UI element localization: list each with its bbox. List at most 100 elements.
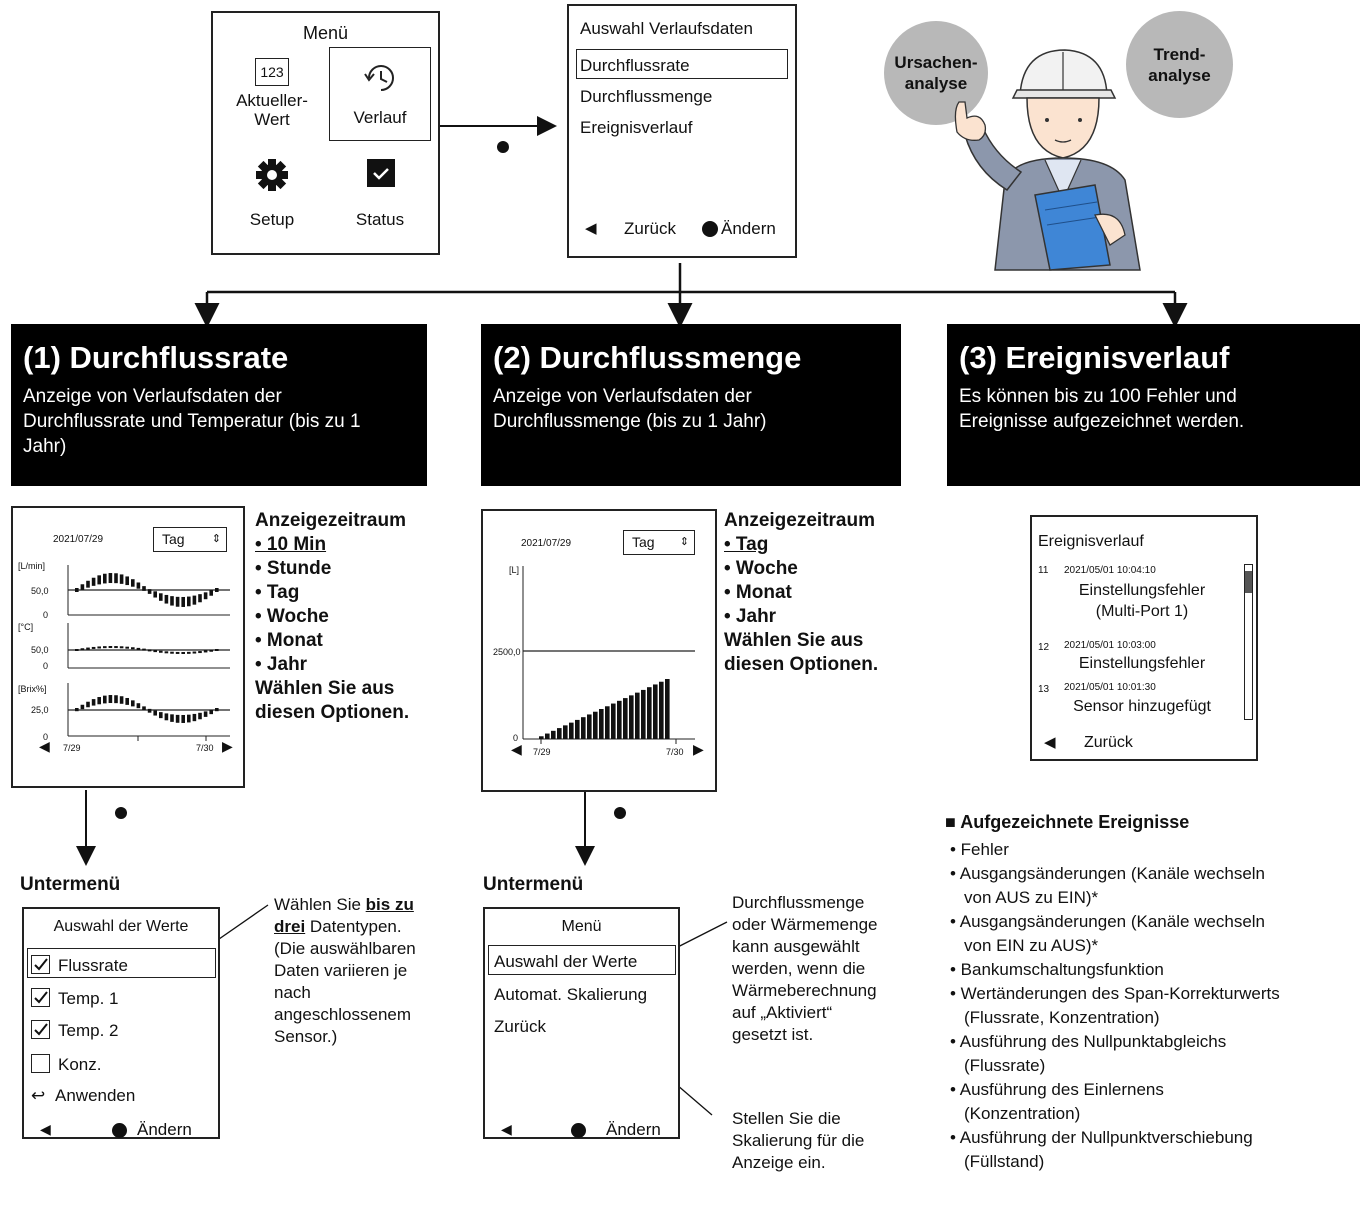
chart1-temp-mark — [108, 646, 113, 649]
event-entry-11[interactable]: Einstellungsfehler (Multi-Port 1) — [1078, 582, 1206, 620]
chart1-period-select[interactable]: Tag ⇕ — [153, 527, 227, 552]
back-label: Zurück — [624, 219, 676, 238]
change-label[interactable]: Ändern — [721, 219, 776, 238]
chart1-temp-mark — [164, 651, 169, 654]
chart1-flow-mark — [187, 596, 191, 607]
chart1-temp-mark — [86, 647, 90, 650]
chart1-flow-mark — [159, 593, 163, 601]
panel-events: (3) Ereignisverlauf Es können bis zu 100… — [947, 324, 1360, 486]
option-year[interactable]: • Jahr — [255, 654, 308, 675]
submenu1-back-arrow[interactable]: ◀ — [40, 1121, 51, 1137]
submenu1-title: Auswahl der Werte — [53, 918, 189, 935]
chart1-brix-mark — [75, 708, 79, 712]
chart1-temp-mark — [103, 646, 107, 649]
chart2-bar — [659, 681, 664, 739]
option-hour[interactable]: • Stunde — [255, 558, 332, 579]
chart2-bar — [551, 730, 556, 739]
chart2-bar — [569, 722, 574, 739]
chart1-temp-mark — [159, 650, 163, 653]
chart1-brix-mark — [108, 695, 113, 704]
chart1-brix-mark — [203, 711, 208, 717]
list-item: • Ausführung der Nullpunktverschiebung(F… — [950, 1128, 1253, 1171]
submenu2-label: Untermenü — [483, 874, 584, 895]
chart1-flow-mark — [209, 590, 213, 596]
cause-analysis-bubble: Ursachen-analyse — [884, 21, 988, 125]
dot-icon — [571, 1123, 586, 1138]
chart2-bar — [665, 679, 670, 739]
list-item: • Fehler — [950, 840, 1009, 859]
chart1-brix-mark — [147, 708, 152, 713]
chart1-unit-temp: [°C] — [18, 622, 34, 632]
chart1-next-arrow[interactable]: ▶ — [222, 738, 233, 754]
chart1-flow-mark — [75, 588, 79, 592]
event-scrollbar[interactable] — [1244, 564, 1253, 720]
panel-flowrate-title: (1) Durchflussrate — [23, 340, 289, 375]
submenu1-change[interactable]: Ändern — [137, 1120, 192, 1139]
value-option-conc[interactable]: Konz. — [31, 1054, 101, 1075]
menu-item-history[interactable]: Verlauf — [329, 47, 431, 141]
chart1-temp-mark — [119, 646, 124, 649]
apply-button[interactable]: ↩Anwenden — [31, 1086, 136, 1105]
menu-item-status[interactable]: Status — [355, 210, 405, 229]
events-list: • Fehler • Ausgangsänderungen (Kanäle we… — [950, 838, 1365, 1174]
value-option-temp2[interactable]: Temp. 2 — [31, 1020, 118, 1041]
chart1-temp-mark — [203, 650, 208, 653]
list-item: • Ausführung des Nullpunktabgleichs(Flus… — [950, 1032, 1227, 1075]
chart2-bar — [587, 714, 592, 739]
chart2-prev-arrow[interactable]: ◀ — [511, 741, 522, 757]
chart1-flow-mark — [131, 579, 135, 587]
chart1-brix-mark — [131, 700, 135, 707]
chart1-temp-mark — [209, 649, 213, 652]
submenu2-change[interactable]: Ändern — [606, 1120, 661, 1139]
press-dot-1 — [115, 807, 127, 819]
value-option-flowrate[interactable] — [27, 948, 216, 978]
back-arrow-icon[interactable]: ◀ — [585, 220, 597, 237]
chart1-flow-mark — [108, 573, 113, 584]
submenu2-back-arrow[interactable]: ◀ — [501, 1121, 512, 1137]
option-month-2[interactable]: • Monat — [724, 582, 792, 603]
option-day-2[interactable]: • Tag — [724, 534, 769, 555]
menu-title: Menü — [302, 23, 349, 43]
menu-item-setup[interactable]: Setup — [249, 210, 295, 229]
checkbox-checked-icon — [31, 955, 50, 974]
event-entry-13[interactable]: Sensor hinzugefügt — [1073, 698, 1211, 715]
chart1-prev-arrow[interactable]: ◀ — [39, 738, 50, 754]
option-day[interactable]: • Tag — [255, 582, 300, 603]
chart1-temp-mark — [97, 646, 101, 649]
menu-option-autoscale[interactable]: Automat. Skalierung — [494, 985, 648, 1004]
event-back-arrow[interactable]: ◀ — [1044, 734, 1056, 751]
menu-option-back[interactable]: Zurück — [494, 1017, 546, 1036]
chart1-brix-mark — [80, 704, 85, 710]
chart1-unit-flow: [L/min] — [18, 561, 46, 571]
options1: Anzeigezeitraum • 10 Min • Stunde • Tag … — [255, 510, 410, 723]
chart1-temp-mark — [215, 649, 219, 651]
chart2-bar — [563, 725, 568, 739]
chart1-temp-mark — [175, 651, 180, 654]
option-month[interactable]: • Monat — [255, 630, 323, 651]
option-10min[interactable]: • 10 Min — [255, 534, 327, 555]
chart2-next-arrow[interactable]: ▶ — [693, 741, 704, 757]
history-option-flowamount[interactable]: Durchflussmenge — [580, 87, 713, 106]
chart1-flow-mark — [114, 573, 118, 584]
history-option-flowrate[interactable] — [576, 49, 788, 79]
chart1-flow-mark — [198, 594, 202, 603]
event-entry-12[interactable]: Einstellungsfehler — [1078, 655, 1206, 672]
option-week-2[interactable]: • Woche — [724, 558, 798, 579]
chart2-period-select[interactable]: Tag ⇕ — [623, 530, 695, 555]
chart2-bar — [647, 687, 652, 739]
return-icon: ↩ — [31, 1086, 46, 1105]
chart1-flow-mark — [147, 589, 152, 594]
press-dot — [497, 141, 509, 153]
value-option-temp1[interactable]: Temp. 1 — [31, 988, 118, 1009]
menu-option-select-values[interactable] — [488, 945, 676, 975]
option-week[interactable]: • Woche — [255, 606, 329, 627]
chart1-brix-mark — [114, 695, 118, 704]
chart1-plot — [67, 565, 230, 741]
chart1-temp-mark — [91, 646, 96, 649]
history-option-events[interactable]: Ereignisverlauf — [580, 118, 693, 137]
menu-item-current-value[interactable]: Aktueller- Wert — [236, 91, 308, 129]
option-year-2[interactable]: • Jahr — [724, 606, 777, 627]
chart1-flow-mark — [86, 580, 90, 588]
event-back-label[interactable]: Zurück — [1084, 734, 1133, 751]
chart2-bar — [623, 698, 628, 739]
